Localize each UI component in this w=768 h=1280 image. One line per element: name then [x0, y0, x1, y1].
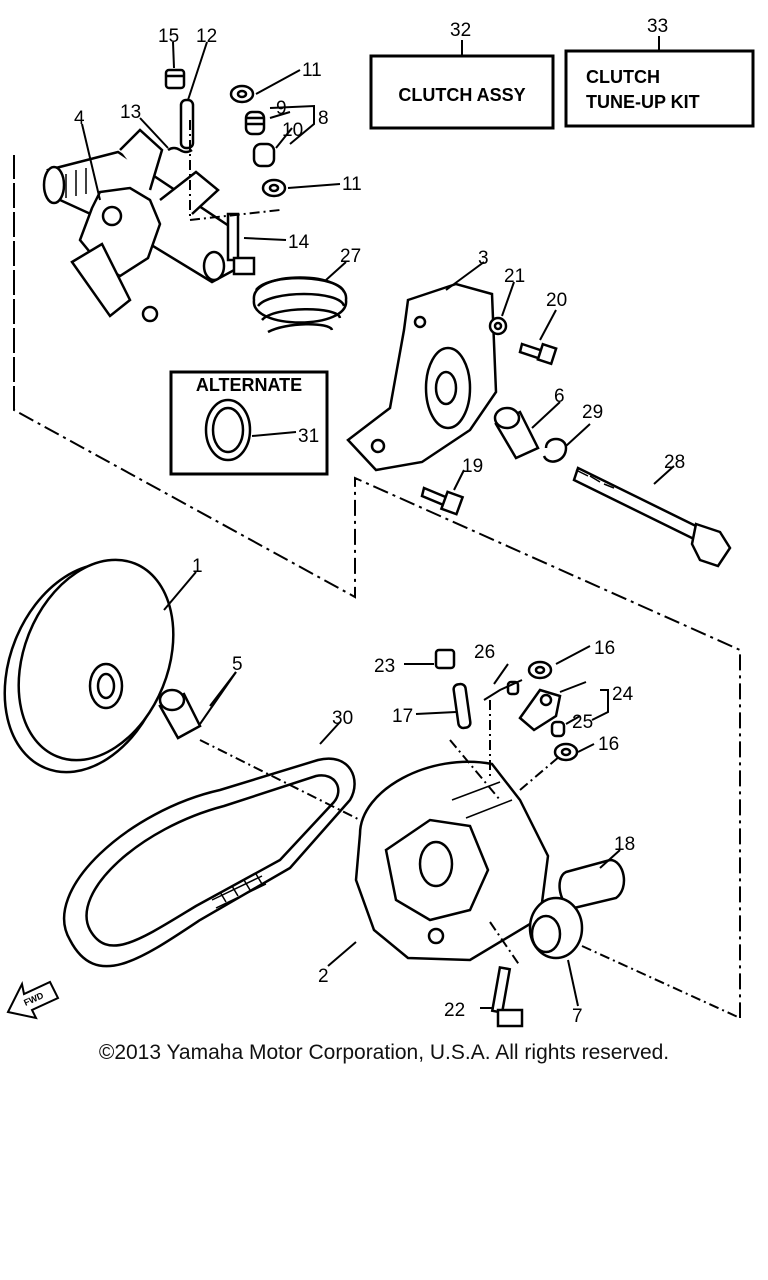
part-roller-25: [550, 720, 566, 738]
callout-20: 20: [546, 290, 567, 311]
callout-3: 3: [478, 248, 489, 269]
callout-5: 5: [232, 654, 243, 675]
callout-10: 10: [282, 120, 303, 141]
assembly-outline: [13, 155, 741, 1018]
callout-4: 4: [74, 108, 85, 129]
part-washer-11b: [261, 178, 287, 198]
callout-11a: 11: [302, 60, 322, 81]
callout-18: 18: [614, 834, 635, 855]
part-pin-17: [452, 682, 472, 730]
part-washer-11a: [229, 84, 255, 104]
callout-8: 8: [318, 108, 329, 129]
part-belt-30: [62, 757, 356, 968]
part-pin-12: [179, 98, 195, 150]
part-clip-29: [542, 437, 568, 463]
callout-11b: 11: [342, 174, 362, 195]
callout-17: 17: [392, 706, 413, 727]
svg-text:ALTERNATE: ALTERNATE: [196, 375, 302, 395]
part-roller-10: [252, 142, 276, 168]
callout-15: 15: [158, 26, 179, 47]
callout-30: 30: [332, 708, 353, 729]
callout-16a: 16: [594, 638, 615, 659]
callout-29: 29: [582, 402, 603, 423]
svg-text:TUNE-UP KIT: TUNE-UP KIT: [586, 92, 700, 112]
part-washer-16b: [553, 742, 579, 762]
callout-33: 33: [647, 16, 668, 37]
part-nut-21: [488, 316, 508, 336]
callout-22: 22: [444, 1000, 465, 1021]
part-weight-24: [518, 688, 562, 732]
part-plug-23: [434, 648, 456, 670]
callout-12: 12: [196, 26, 217, 47]
part-spring-13: [167, 146, 193, 154]
callout-31: 31: [298, 426, 319, 447]
callout-7: 7: [572, 1006, 583, 1027]
part-long-bolt-28: [572, 466, 732, 568]
callout-23: 23: [374, 656, 395, 677]
callout-1: 1: [192, 556, 203, 577]
leader-lines: [81, 36, 741, 1019]
part-bolt-19: [420, 486, 465, 516]
callout-9: 9: [276, 98, 287, 119]
clutch-tuneup-kit-box: CLUTCH TUNE-UP KIT: [564, 49, 755, 128]
callout-6: 6: [554, 386, 565, 407]
callout-19: 19: [462, 456, 483, 477]
part-bushing-6: [493, 406, 540, 460]
forward-arrow-icon: FWD: [6, 980, 60, 1020]
callout-32: 32: [450, 20, 471, 41]
part-bearing-7: [528, 896, 584, 960]
callout-27: 27: [340, 246, 361, 267]
part-sleeve-18: [558, 858, 626, 910]
part-bolt-14: [226, 212, 256, 276]
callout-16b: 16: [598, 734, 619, 755]
part-weight-9: [244, 110, 266, 136]
svg-text:CLUTCH: CLUTCH: [586, 67, 660, 87]
callouts: 1 2 3 4 5 6 7 8 9 10 11 11 12 13 14 15 1…: [74, 16, 685, 1027]
callout-26: 26: [474, 642, 495, 663]
part-sheave-housing-2: [354, 760, 550, 962]
part-washer-16a: [527, 660, 553, 680]
alternate-box: ALTERNATE: [169, 370, 329, 476]
part-sheave-1: [3, 558, 175, 774]
callout-13: 13: [120, 102, 141, 123]
callout-14: 14: [288, 232, 310, 253]
part-bolt-22: [490, 966, 524, 1028]
callout-2: 2: [318, 966, 329, 987]
callout-28: 28: [664, 452, 685, 473]
part-spider-shaft: [42, 128, 240, 323]
callout-25: 25: [572, 712, 593, 733]
callout-24: 24: [612, 684, 634, 705]
part-washer-31: [204, 398, 252, 462]
copyright-text: ©2013 Yamaha Motor Corporation, U.S.A. A…: [98, 1041, 670, 1064]
svg-text:CLUTCH ASSY: CLUTCH ASSY: [398, 85, 525, 105]
part-bushing-5: [158, 688, 202, 740]
part-spring-27: [252, 276, 348, 334]
part-cover-3: [346, 282, 498, 472]
part-bolt-20: [518, 342, 558, 366]
callout-21: 21: [504, 266, 525, 287]
part-plug-15: [164, 68, 186, 90]
clutch-assy-box: CLUTCH ASSY: [369, 54, 555, 130]
